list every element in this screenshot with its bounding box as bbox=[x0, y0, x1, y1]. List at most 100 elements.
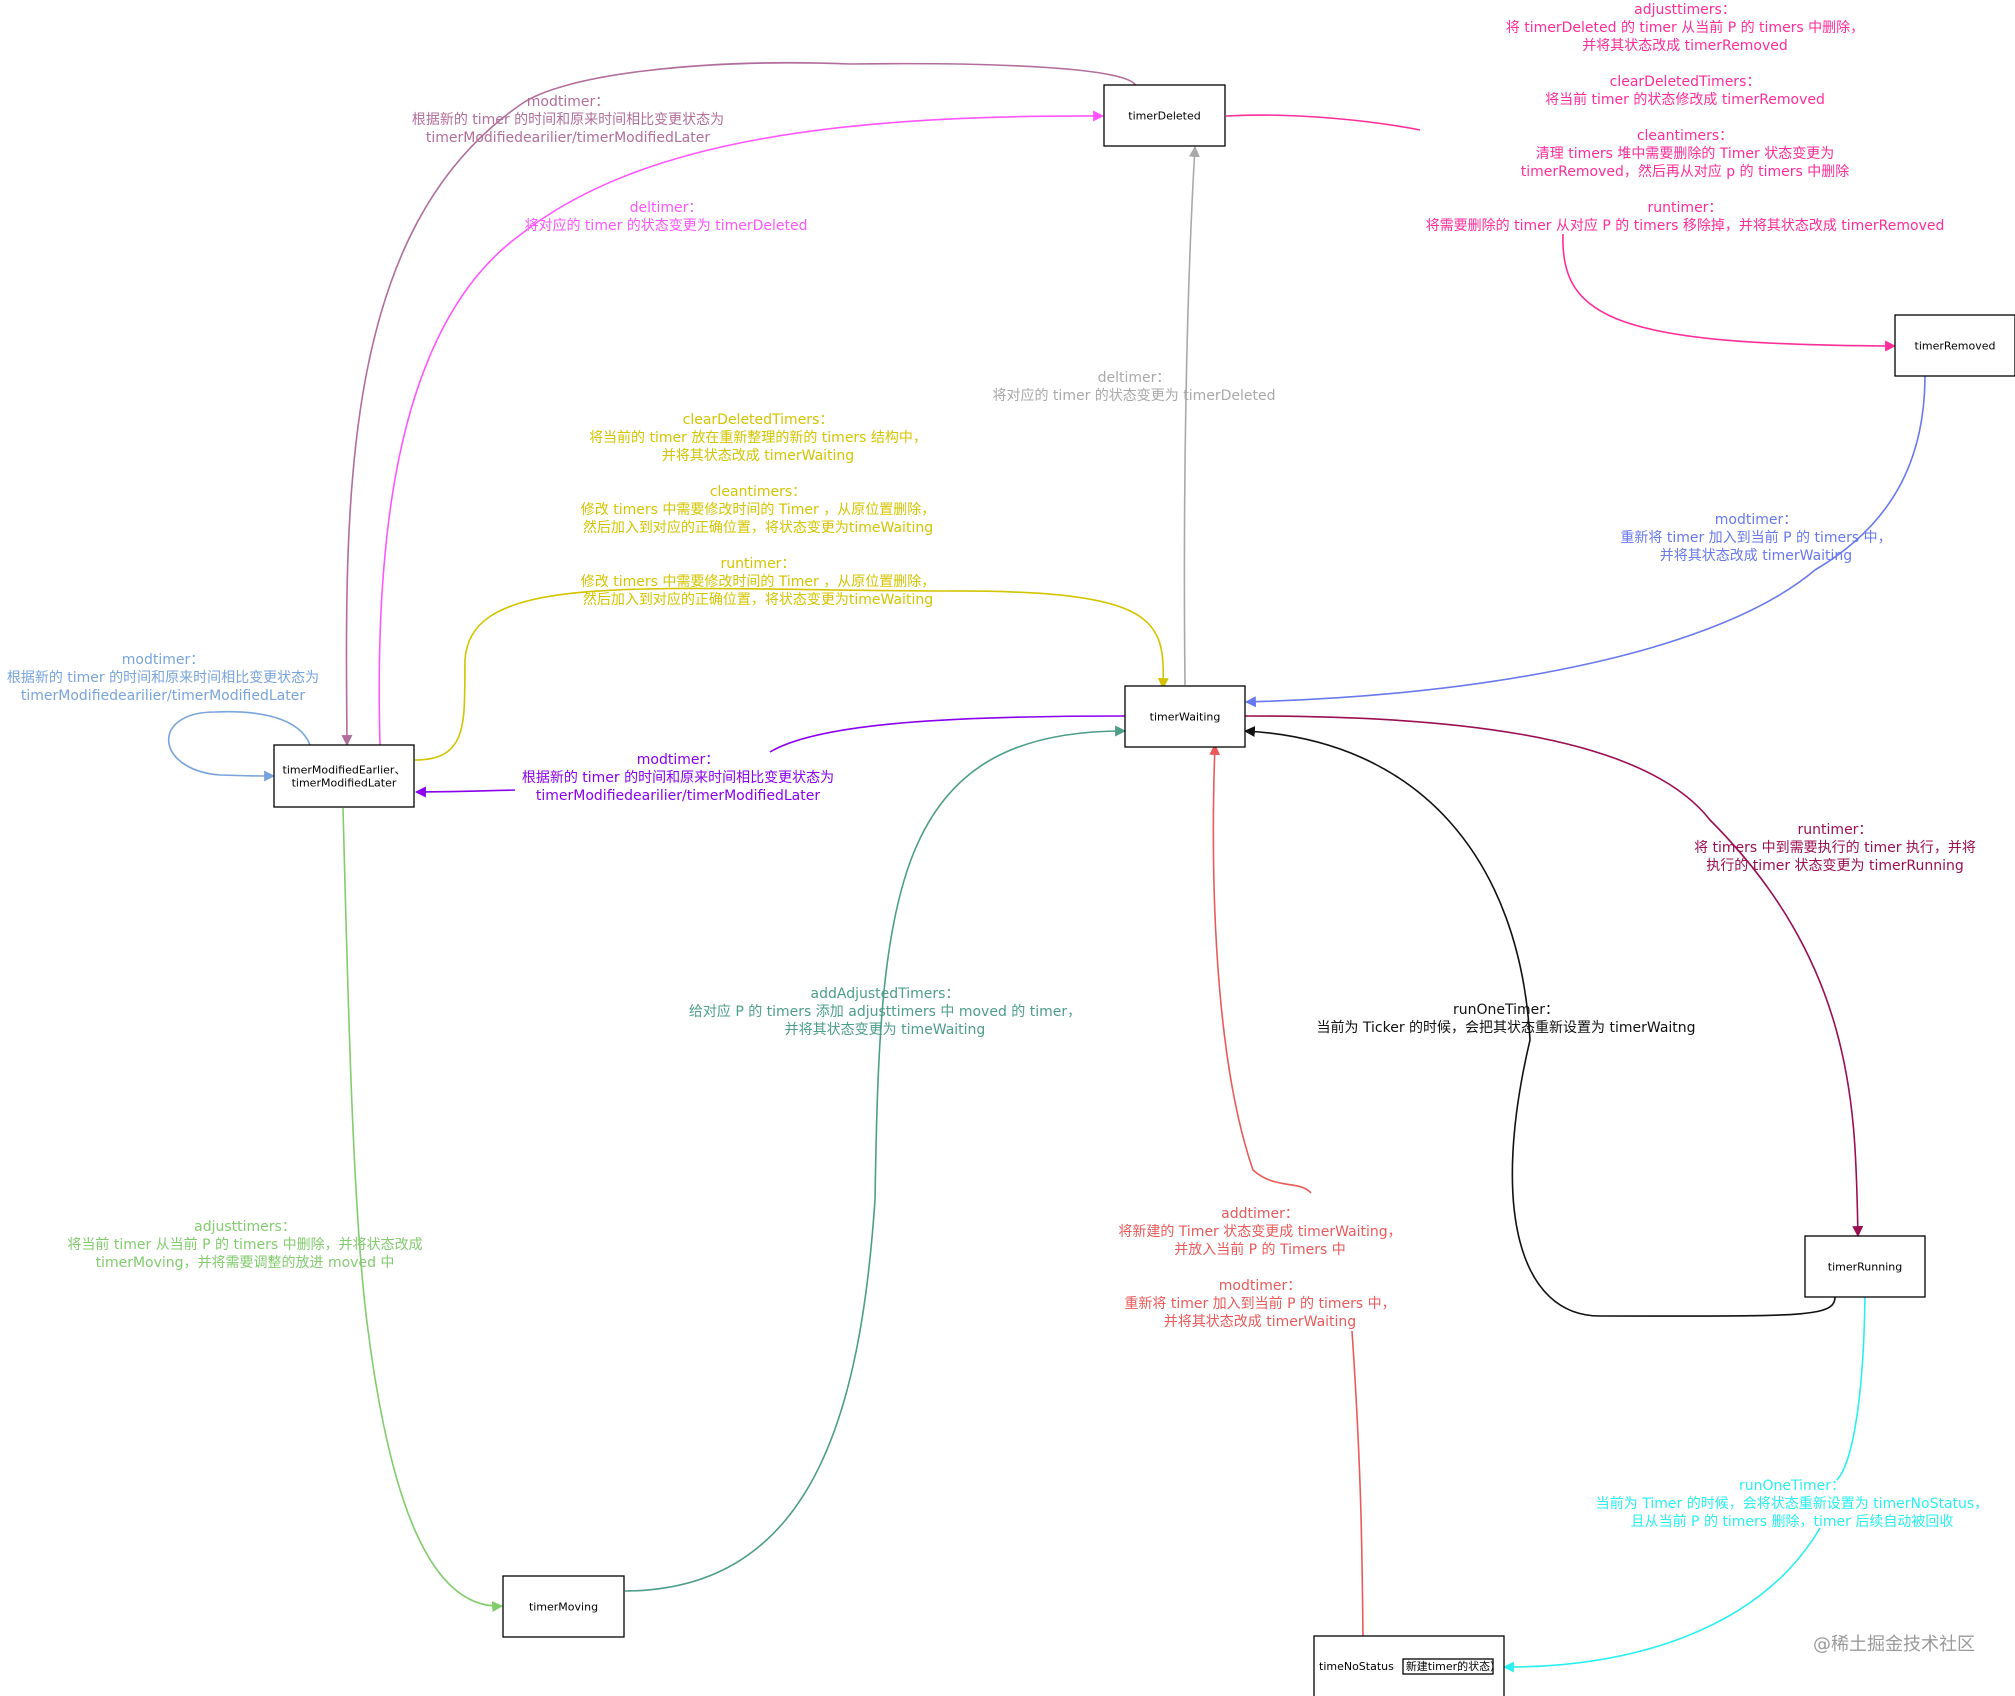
node-timer-waiting-box[interactable] bbox=[1124, 685, 1246, 748]
edge-deleted-to-removed-line bbox=[1225, 114, 1421, 131]
node-timer-running-label: timerRunning bbox=[1828, 1261, 1902, 1274]
label-line: 将 timers 中到需要执行的 timer 执行，并将 bbox=[1694, 840, 1976, 856]
edge-modified-to-deleted bbox=[378, 110, 1105, 746]
label-top-right: adjusttimers：将 timerDeleted 的 timer 从当前 … bbox=[1426, 2, 1945, 234]
label-purple: modtimer：根据新的 timer 的时间和原来时间相比变更状态为timer… bbox=[522, 752, 834, 804]
node-timer-modified[interactable]: timerModifiedEarlier、timerModifiedLater bbox=[273, 744, 415, 808]
label-line: 并将其状态改成 timerRemoved bbox=[1582, 38, 1788, 54]
node-timer-moving-box[interactable] bbox=[502, 1575, 625, 1638]
node-timer-modified-label: timerModifiedEarlier、 bbox=[283, 764, 406, 777]
label-line: 执行的 timer 状态变更为 timerRunning bbox=[1706, 858, 1964, 874]
label-line: 根据新的 timer 的时间和原来时间相比变更状态为 bbox=[522, 770, 834, 786]
label-line: 将新建的 Timer 状态变更成 timerWaiting， bbox=[1118, 1224, 1401, 1240]
label-line: 修改 timers 中需要修改时间的 Timer ，从原位置删除， bbox=[581, 574, 936, 590]
node-timer-waiting[interactable]: timerWaiting bbox=[1124, 685, 1246, 748]
label-line: 重新将 timer 加入到当前 P 的 timers 中， bbox=[1124, 1295, 1395, 1312]
label-gray: deltimer：将对应的 timer 的状态变更为 timerDeleted bbox=[992, 370, 1275, 404]
status-badge: 新建timer的状态 bbox=[1406, 1659, 1490, 1673]
label-line: addtimer： bbox=[1221, 1206, 1299, 1222]
edge-running-to-waiting bbox=[1243, 726, 1836, 1317]
edge-nostatus-to-waiting-head bbox=[1209, 743, 1312, 1194]
label-line: adjusttimers： bbox=[1634, 2, 1736, 18]
edge-waiting-to-modified bbox=[769, 715, 1126, 753]
edge-waiting-to-deleted-line bbox=[1183, 145, 1200, 686]
label-line: 然后加入到对应的正确位置，将状态变更为timeWaiting bbox=[583, 519, 933, 536]
node-timer-removed-box[interactable] bbox=[1894, 314, 2015, 377]
edge-moving-to-waiting bbox=[624, 725, 1127, 1592]
label-line: 并将其状态改成 timerWaiting bbox=[1164, 1314, 1356, 1330]
edge-removed-to-waiting-line bbox=[1244, 374, 1926, 708]
label-maroon: runtimer： 将 timers 中到需要执行的 timer 执行，并将执行的… bbox=[1694, 822, 1976, 874]
edge-modified-to-moving bbox=[342, 807, 504, 1613]
label-mauve: modtimer： 根据新的 timer 的时间和原来时间相比变更状态为 timer… bbox=[412, 94, 724, 146]
edge-waiting-to-deleted bbox=[1183, 145, 1200, 686]
label-light-blue: modtimer：根据新的 timer 的时间和原来时间相比变更状态为timer… bbox=[7, 652, 319, 704]
node-timer-deleted-label: timerDeleted bbox=[1128, 110, 1201, 123]
node-timer-removed[interactable]: timerRemoved bbox=[1894, 314, 2015, 377]
label-line: clearDeletedTimers： bbox=[1610, 74, 1761, 90]
node-timer-running[interactable]: timerRunning bbox=[1804, 1235, 1926, 1298]
label-line: 修改 timers 中需要修改时间的 Timer ，从原位置删除， bbox=[581, 502, 936, 518]
label-line: 并将其状态改成 timerWaiting bbox=[662, 448, 854, 464]
label-line: modtimer： bbox=[1219, 1278, 1301, 1294]
node-timer-moving[interactable]: timerMoving bbox=[502, 1575, 625, 1638]
edge-modified-self-loop-line bbox=[167, 710, 311, 782]
edge-removed-to-waiting bbox=[1244, 374, 1926, 708]
node-timer-moving-label: timerMoving bbox=[529, 1601, 598, 1614]
node-timer-deleted-box[interactable] bbox=[1103, 84, 1226, 147]
label-line: timerModifiedearilier/timerModifiedLater bbox=[21, 688, 305, 704]
label-black: runOneTimer：当前为 Ticker 的时候，会把其状态重新设置为 ti… bbox=[1316, 1002, 1695, 1036]
label-line: cleantimers： bbox=[710, 484, 806, 500]
label-line: 清理 timers 堆中需要删除的 Timer 状态变更为 bbox=[1536, 146, 1835, 162]
label-line: 将当前的 timer 放在重新整理的新的 timers 结构中， bbox=[589, 429, 927, 446]
label-line: timerModifiedearilier/timerModifiedLater bbox=[426, 130, 710, 146]
label-line: runtimer： bbox=[1798, 822, 1873, 838]
edge-nostatus-to-waiting bbox=[1351, 1330, 1364, 1637]
edge-deleted-to-modified bbox=[341, 62, 1137, 747]
label-line: runOneTimer： bbox=[1739, 1478, 1845, 1494]
label-line: 并将其状态变更为 timeWaiting bbox=[785, 1022, 986, 1038]
label-line: clearDeletedTimers： bbox=[683, 412, 834, 428]
label-line: modtimer： bbox=[122, 652, 204, 668]
edge-modified-self-loop bbox=[167, 710, 311, 782]
label-blue: modtimer：重新将 timer 加入到当前 P 的 timers 中，并将… bbox=[1620, 512, 1891, 564]
label-line: runOneTimer： bbox=[1453, 1002, 1559, 1018]
paren-open: （ bbox=[1396, 1660, 1407, 1673]
edge-nostatus-to-waiting-line bbox=[1351, 1330, 1364, 1637]
node-timer-deleted[interactable]: timerDeleted bbox=[1103, 84, 1226, 147]
node-timer-modified-box[interactable] bbox=[273, 744, 415, 808]
label-line: 将需要删除的 timer 从对应 P 的 timers 移除掉，并将其状态改成 … bbox=[1426, 217, 1945, 234]
label-magenta: deltimer：将对应的 timer 的状态变更为 timerDeleted bbox=[524, 200, 807, 234]
edge-modified-to-waiting-line bbox=[414, 587, 1169, 761]
label-line: deltimer： bbox=[1098, 370, 1171, 386]
label-line: 将对应的 timer 的状态变更为 timerDeleted bbox=[524, 217, 807, 234]
label-line: 根据新的 timer 的时间和原来时间相比变更状态为 bbox=[412, 112, 724, 128]
label-line: 将 timerDeleted 的 timer 从当前 P 的 timers 中删… bbox=[1506, 19, 1864, 36]
edge-waiting-to-modified-tail bbox=[414, 786, 516, 798]
node-timer-waiting-label: timerWaiting bbox=[1150, 711, 1221, 724]
edge-deleted-to-modified-line bbox=[341, 62, 1137, 747]
label-line: modtimer： bbox=[527, 94, 609, 110]
label-line: adjusttimers： bbox=[194, 1219, 296, 1235]
label-teal: addAdjustedTimers：给对应 P 的 timers 添加 adju… bbox=[689, 986, 1081, 1038]
edge-modified-to-moving-line bbox=[342, 807, 504, 1613]
edge-modified-to-waiting bbox=[414, 587, 1169, 761]
label-line: 然后加入到对应的正确位置，将状态变更为timeWaiting bbox=[583, 591, 933, 608]
edge-running-to-nostatus-tail-line bbox=[1502, 1527, 1821, 1673]
label-line: 重新将 timer 加入到当前 P 的 timers 中， bbox=[1620, 529, 1891, 546]
label-line: 将对应的 timer 的状态变更为 timerDeleted bbox=[992, 387, 1275, 404]
edge-running-to-waiting-line bbox=[1243, 726, 1836, 1317]
label-line: 当前为 Ticker 的时候，会把其状态重新设置为 timerWaitng bbox=[1316, 1019, 1695, 1036]
edge-nostatus-to-waiting-head-line bbox=[1209, 743, 1312, 1194]
label-olive: clearDeletedTimers：将当前的 timer 放在重新整理的新的 … bbox=[581, 412, 936, 608]
edge-waiting-to-modified-line bbox=[769, 715, 1126, 753]
watermark: @稀土掘金技术社区 bbox=[1813, 1634, 1975, 1655]
label-line: cleantimers： bbox=[1637, 128, 1733, 144]
label-line: 且从当前 P 的 timers 删除，timer 后续自动被回收 bbox=[1631, 1513, 1954, 1530]
label-line: timerMoving，并将需要调整的放进 moved 中 bbox=[96, 1255, 395, 1271]
label-line: 当前为 Timer 的时候，会将状态重新设置为 timerNoStatus， bbox=[1596, 1495, 1988, 1512]
edge-running-to-nostatus bbox=[1836, 1280, 1866, 1481]
node-timer-running-box[interactable] bbox=[1804, 1235, 1926, 1298]
edge-waiting-to-running bbox=[1244, 715, 1864, 1238]
node-time-no-status[interactable]: timeNoStatus（新建timer的状态） bbox=[1313, 1635, 1505, 1696]
